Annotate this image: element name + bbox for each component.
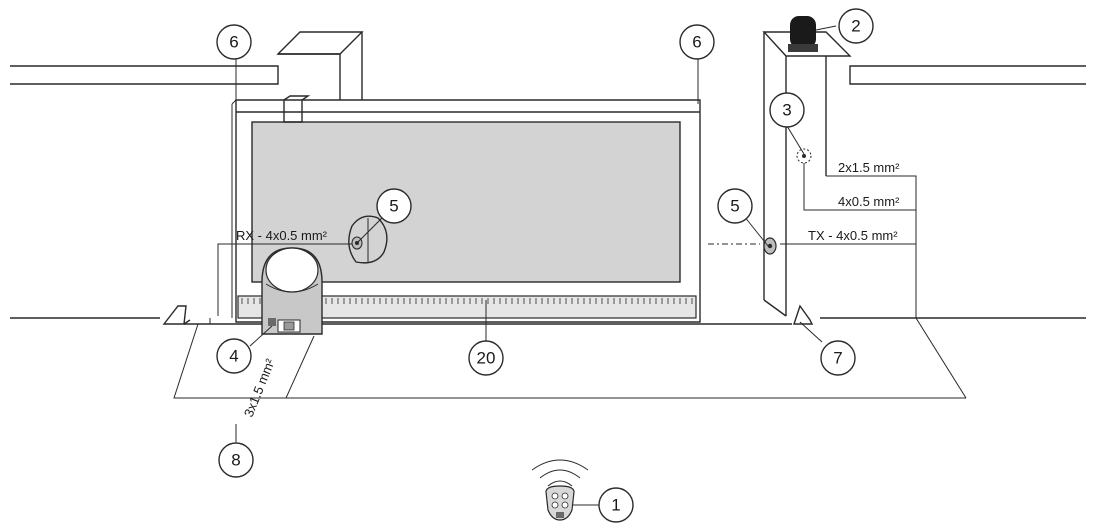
limit-stop-icon — [162, 304, 814, 325]
wiring — [173, 158, 967, 399]
svg-text:2: 2 — [851, 17, 860, 36]
leader-lines — [235, 25, 837, 506]
gate-panel — [251, 121, 681, 283]
left-wall — [10, 31, 364, 100]
gear-motor-icon — [261, 247, 323, 335]
callout-1: 1 — [598, 487, 634, 523]
callout-8: 8 — [218, 442, 254, 478]
svg-text:1: 1 — [611, 496, 620, 515]
key-selector-icon — [796, 148, 812, 164]
svg-text:6: 6 — [692, 33, 701, 52]
photocell-icon — [763, 237, 777, 255]
sliding-gate — [231, 95, 701, 323]
callout-7: 7 — [820, 340, 856, 376]
callout-6-left: 6 — [216, 24, 252, 60]
svg-text:6: 6 — [229, 33, 238, 52]
callout-5-tx: 5 — [717, 188, 753, 224]
callout-2: 2 — [838, 8, 874, 44]
svg-text:5: 5 — [730, 197, 739, 216]
callout-5-rx: 5 — [376, 188, 412, 224]
callout-6-right: 6 — [679, 24, 715, 60]
remote-control-icon — [531, 459, 589, 521]
svg-text:5: 5 — [389, 197, 398, 216]
svg-text:3: 3 — [782, 101, 791, 120]
callout-4: 4 — [216, 338, 252, 374]
callout-3: 3 — [769, 92, 805, 128]
flashing-lamp-icon — [788, 16, 818, 52]
cable-label-selector: 4x0.5 mm² — [838, 194, 900, 209]
callout-20: 20 — [468, 340, 504, 376]
right-wall — [849, 65, 1086, 85]
cable-label-rx: RX - 4x0.5 mm² — [236, 228, 328, 243]
svg-text:7: 7 — [833, 349, 842, 368]
gear-rack — [237, 295, 697, 319]
svg-text:4: 4 — [229, 347, 238, 366]
cable-label-tx: TX - 4x0.5 mm² — [808, 228, 898, 243]
svg-text:20: 20 — [477, 349, 496, 368]
cable-label-lamp: 2x1.5 mm² — [838, 160, 900, 175]
svg-text:8: 8 — [231, 451, 240, 470]
